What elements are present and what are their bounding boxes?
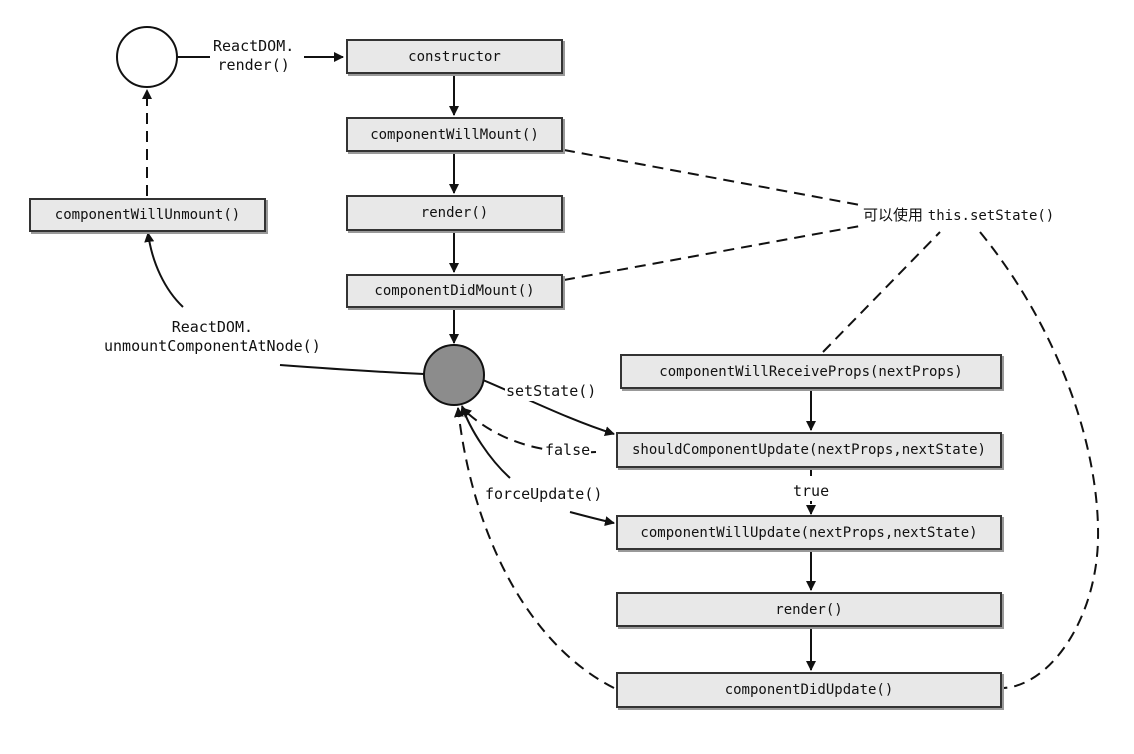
set-state-note-text: 可以使用 [863, 206, 924, 224]
unmount-component-label: ReactDOM. unmountComponentAtNode() [103, 318, 322, 356]
reactdom-render-label: ReactDOM. render() [212, 37, 296, 75]
will-mount-box: componentWillMount() [346, 117, 563, 152]
constructor-box: constructor [346, 39, 563, 74]
hint-did-mount [563, 225, 861, 281]
hint-will-mount [563, 149, 861, 206]
edge-force-update-to-will-update [569, 511, 615, 527]
will-unmount-box: componentWillUnmount() [29, 198, 266, 232]
edge-mounted-to-unmount-label [279, 364, 425, 375]
edge-set-state-to-should-update [482, 379, 615, 437]
true-label: true [792, 482, 831, 501]
did-update-box: componentDidUpdate() [616, 672, 1002, 708]
edge-mounted-to-force-update [460, 405, 511, 479]
did-mount-box: componentDidMount() [346, 274, 563, 308]
set-state-label: setState() [505, 382, 598, 401]
hint-will-receive-props [822, 231, 941, 353]
mounted-node [423, 344, 485, 406]
hint-did-update [979, 231, 1100, 689]
will-update-box: componentWillUpdate(nextProps,nextState) [616, 515, 1002, 550]
force-update-label: forceUpdate() [484, 485, 604, 504]
edge-unmount-label-to-will-unmount [144, 232, 184, 308]
set-state-note: 可以使用 this.setState() [862, 206, 1056, 226]
will-receive-props-box: componentWillReceiveProps(nextProps) [620, 354, 1002, 389]
update-render-box: render() [616, 592, 1002, 627]
should-update-box: shouldComponentUpdate(nextProps,nextStat… [616, 432, 1002, 468]
render-box: render() [346, 195, 563, 231]
set-state-note-code: this.setState() [927, 208, 1055, 224]
edge-did-update-to-mounted [453, 407, 615, 689]
false-label: false [544, 441, 592, 460]
unmounted-node [116, 26, 178, 88]
